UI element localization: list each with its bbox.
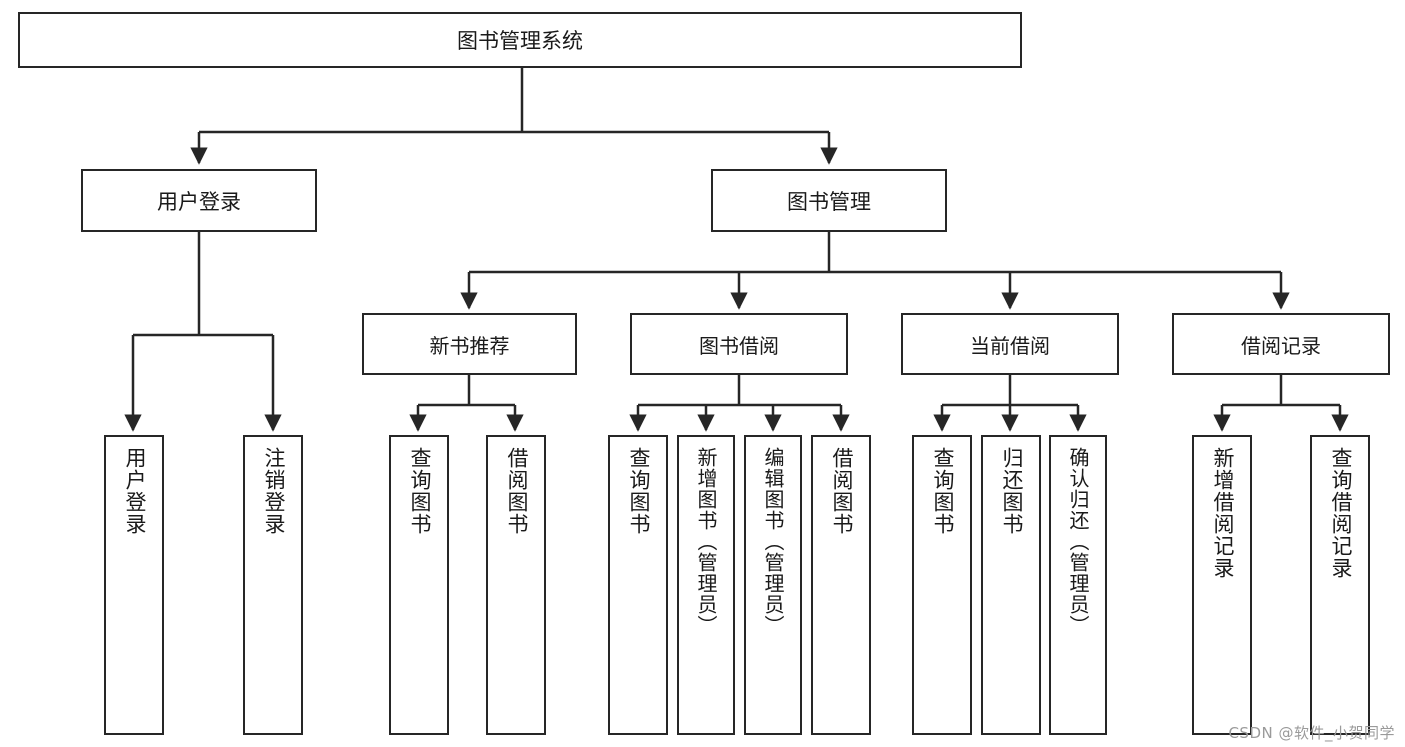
leaf-borrow-book-2-label: 借阅图书: [829, 447, 854, 535]
leaf-query-book-2-label: 查询图书: [626, 447, 651, 535]
leaf-return-book-label: 归还图书: [999, 447, 1024, 535]
leaf-logout-label: 注销登录: [261, 447, 286, 535]
leaf-query-book-1[interactable]: 查询图书: [389, 435, 449, 735]
node-user-login[interactable]: 用户登录: [81, 169, 317, 232]
node-root[interactable]: 图书管理系统: [18, 12, 1022, 68]
leaf-edit-book[interactable]: 编辑图书（管理员）: [744, 435, 802, 735]
leaf-query-book-3[interactable]: 查询图书: [912, 435, 972, 735]
leaf-query-record-label: 查询借阅记录: [1328, 447, 1353, 579]
leaf-add-book-label: 新增图书（管理员）: [694, 447, 718, 636]
leaf-logout[interactable]: 注销登录: [243, 435, 303, 735]
node-user-login-label: 用户登录: [157, 189, 241, 214]
node-book-manage-label: 图书管理: [787, 189, 871, 214]
leaf-query-book-2[interactable]: 查询图书: [608, 435, 668, 735]
leaf-add-record[interactable]: 新增借阅记录: [1192, 435, 1252, 735]
node-book-borrow-label: 图书借阅: [699, 333, 779, 358]
node-borrow-record-label: 借阅记录: [1241, 333, 1321, 358]
node-borrow-record[interactable]: 借阅记录: [1172, 313, 1390, 375]
node-book-manage[interactable]: 图书管理: [711, 169, 947, 232]
leaf-user-login[interactable]: 用户登录: [104, 435, 164, 735]
node-root-label: 图书管理系统: [457, 29, 583, 53]
node-current-borrow-label: 当前借阅: [970, 333, 1050, 358]
leaf-query-book-1-label: 查询图书: [407, 447, 432, 535]
leaf-borrow-book-1[interactable]: 借阅图书: [486, 435, 546, 735]
leaf-return-book[interactable]: 归还图书: [981, 435, 1041, 735]
leaf-user-login-label: 用户登录: [122, 447, 147, 535]
leaf-edit-book-label: 编辑图书（管理员）: [761, 447, 785, 636]
leaf-borrow-book-1-label: 借阅图书: [504, 447, 529, 535]
node-book-borrow[interactable]: 图书借阅: [630, 313, 848, 375]
leaf-confirm-return-label: 确认归还（管理员）: [1066, 447, 1090, 636]
leaf-query-book-3-label: 查询图书: [930, 447, 955, 535]
leaf-query-record[interactable]: 查询借阅记录: [1310, 435, 1370, 735]
csdn-watermark: CSDN @软件_小贺同学: [1228, 724, 1395, 742]
leaf-add-record-label: 新增借阅记录: [1210, 447, 1235, 579]
leaf-confirm-return[interactable]: 确认归还（管理员）: [1049, 435, 1107, 735]
leaf-add-book[interactable]: 新增图书（管理员）: [677, 435, 735, 735]
node-current-borrow[interactable]: 当前借阅: [901, 313, 1119, 375]
leaf-borrow-book-2[interactable]: 借阅图书: [811, 435, 871, 735]
node-new-book-rec-label: 新书推荐: [429, 333, 510, 358]
node-new-book-rec[interactable]: 新书推荐: [362, 313, 577, 375]
